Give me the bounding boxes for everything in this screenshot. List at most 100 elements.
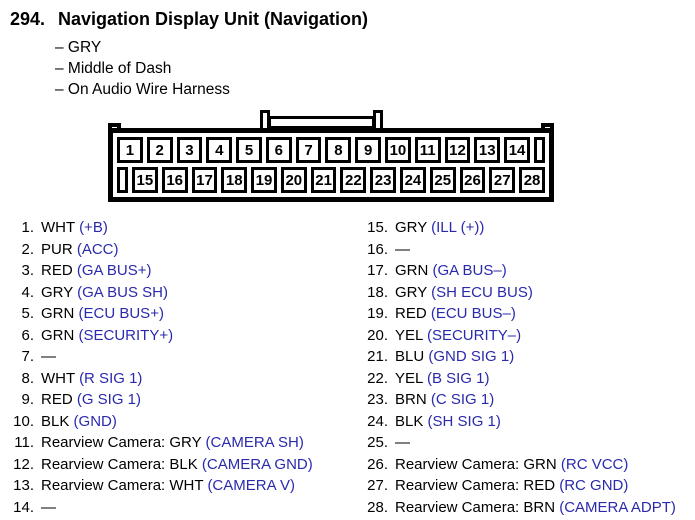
pin-entry-19: 19. RED (ECU BUS–) [362,305,691,327]
pin-number: 3. [8,262,34,279]
pin-description: WHT (+B) [41,219,108,236]
wire-color: GRY [41,284,73,301]
pin-cell-21: 21 [311,167,337,193]
pin-number: 10. [8,413,34,430]
pin-description: GRY (GA BUS SH) [41,284,168,301]
pin-cell-4: 4 [206,137,232,163]
pin-description: GRN (SECURITY+) [41,327,173,344]
pin-entry-13: 13.Rearview Camera: WHT (CAMERA V) [8,477,362,499]
signal-name: (RC VCC) [561,456,629,473]
signal-name: (CAMERA SH) [206,434,304,451]
pin-entry-12: 12.Rearview Camera: BLK (CAMERA GND) [8,456,362,478]
pin-number: 1. [8,219,34,236]
pin-entry-11: 11. Rearview Camera: GRY (CAMERA SH) [8,434,362,456]
pin-number: 13. [8,477,34,494]
pin-number: 6. [8,327,34,344]
pin-entry-3: 3. RED (GA BUS+) [8,262,362,284]
section-header: 294. Navigation Display Unit (Navigation… [8,9,691,30]
wire-color: RED [395,305,427,322]
pin-number: 15. [362,219,388,236]
signal-name: (SH ECU BUS) [431,284,533,301]
pin-entry-8: 8.WHT (R SIG 1) [8,370,362,392]
pin-description: — [395,241,410,258]
pin-description: Rearview Camera: RED (RC GND) [395,477,628,494]
pin-entry-4: 4.GRY (GA BUS SH) [8,284,362,306]
pin-entry-14: 14.— [8,499,362,520]
pin-number: 11. [8,434,34,451]
pin-description: Rearview Camera: GRN (RC VCC) [395,456,628,473]
wire-color: BRN [395,391,427,408]
wire-color: Rearview Camera: GRN [395,456,557,473]
pin-cell-5: 5 [236,137,262,163]
pin-row-bottom: 15 16 17 18 19 20 21 22 23 24 25 26 27 2… [117,167,545,193]
pin-description: YEL (SECURITY–) [395,327,521,344]
pin-entry-2: 2.PUR (ACC) [8,241,362,263]
pin-description: Rearview Camera: BLK (CAMERA GND) [41,456,313,473]
signal-name: (GA BUS+) [77,262,152,279]
wire-color: RED [41,262,73,279]
pin-number: 7. [8,348,34,365]
pin-number: 9. [8,391,34,408]
pin-cell-6: 6 [266,137,292,163]
connector-diagram: 1 2 3 4 5 6 7 8 9 10 11 12 13 14 15 16 1… [108,110,554,202]
signal-name: (GND) [74,413,117,430]
pin-entry-22: 22.YEL (B SIG 1) [362,370,691,392]
pin-entry-18: 18.GRY (SH ECU BUS) [362,284,691,306]
signal-name: (GA BUS SH) [77,284,168,301]
signal-name: (GND SIG 1) [428,348,514,365]
pin-description: BRN (C SIG 1) [395,391,494,408]
wire-color: — [41,348,56,365]
pin-cell-2: 2 [147,137,173,163]
detail-harness: – On Audio Wire Harness [55,79,691,100]
pin-list-column-right: 15.GRY (ILL (+)) 16.— 17.GRN (GA BUS–) 1… [362,219,691,520]
wire-color: GRY [395,284,427,301]
pin-cell-9: 9 [355,137,381,163]
pin-cell-28: 28 [519,167,545,193]
pin-cell-15: 15 [132,167,158,193]
pin-entry-25: 25.— [362,434,691,456]
wire-color: Rearview Camera: GRY [41,434,201,451]
pin-cell-24: 24 [400,167,426,193]
wire-color: — [41,499,56,516]
detail-color: – GRY [55,37,691,58]
wire-color: YEL [395,327,423,344]
pin-cell-7: 7 [296,137,322,163]
pin-entry-24: 24. BLK (SH SIG 1) [362,413,691,435]
wire-color: Rearview Camera: BRN [395,499,555,516]
signal-name: (CAMERA GND) [202,456,313,473]
signal-name: (SECURITY+) [79,327,174,344]
pin-number: 17. [362,262,388,279]
wire-color: GRN [41,305,74,322]
signal-name: (CAMERA ADPT) [559,499,676,516]
pin-cell-22: 22 [340,167,366,193]
wire-color: GRY [395,219,427,236]
signal-name: (CAMERA V) [207,477,295,494]
pin-number: 8. [8,370,34,387]
pin-number: 27. [362,477,388,494]
signal-name: (R SIG 1) [79,370,142,387]
wire-color: Rearview Camera: BLK [41,456,198,473]
signal-name: (GA BUS–) [433,262,507,279]
wire-color: Rearview Camera: RED [395,477,555,494]
wire-color: GRN [41,327,74,344]
signal-name: (SECURITY–) [427,327,521,344]
signal-name: (ACC) [77,241,119,258]
pin-description: RED (ECU BUS–) [395,305,516,322]
pin-cell-12: 12 [445,137,471,163]
wire-color: YEL [395,370,423,387]
pin-entry-9: 9.RED (G SIG 1) [8,391,362,413]
wire-color: WHT [41,219,75,236]
connector-details: – GRY – Middle of Dash – On Audio Wire H… [55,37,691,100]
pin-cell-1: 1 [117,137,143,163]
pin-description: Rearview Camera: GRY (CAMERA SH) [41,434,304,451]
pin-number: 28. [362,499,388,516]
pin-cell-3: 3 [177,137,203,163]
signal-name: (C SIG 1) [431,391,494,408]
pin-description: BLK (SH SIG 1) [395,413,501,430]
pin-number: 19. [362,305,388,322]
pin-description: — [41,348,56,365]
section-number: 294. [10,9,58,30]
signal-name: (G SIG 1) [77,391,141,408]
signal-name: (RC GND) [559,477,628,494]
pin-number: 24. [362,413,388,430]
